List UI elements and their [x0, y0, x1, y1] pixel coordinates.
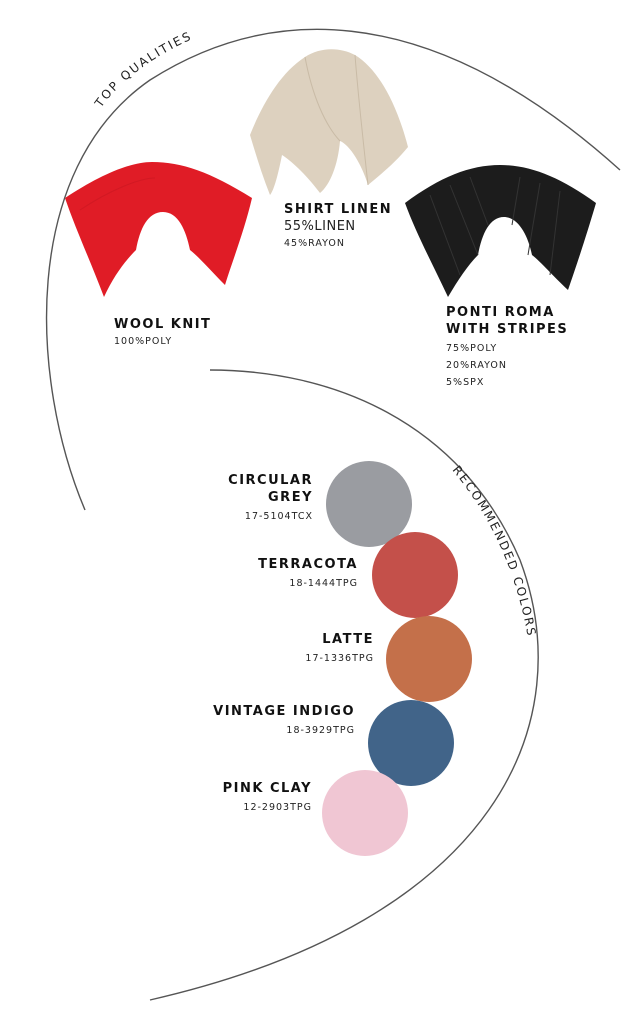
color-code: 17-1336TPG: [305, 653, 374, 664]
color-swatch-latte: [386, 616, 472, 702]
color-code: 17-5104TCX: [244, 511, 313, 522]
fabric-composition: 20%RAYON: [446, 360, 507, 371]
red-fabric-drape-icon: [65, 162, 252, 297]
color-name: CIRCULAR: [228, 473, 313, 488]
black-fabric-drape-icon: [405, 165, 596, 297]
fabric-shirt-linen: SHIRT LINEN 55%LINEN 45%RAYON: [284, 201, 392, 252]
fabric-composition: 45%RAYON: [284, 238, 345, 249]
color-swatch-pink-clay: [322, 770, 408, 856]
fabric-name: WITH STRIPES: [446, 322, 569, 337]
fabric-name: PONTI ROMA: [446, 305, 555, 320]
color-code: 18-1444TPG: [289, 578, 358, 589]
color-name: PINK CLAY: [222, 781, 312, 796]
fabric-composition: 5%SPX: [446, 377, 485, 388]
color-label-terracota: TERRACOTA 18-1444TPG: [38, 556, 358, 592]
color-swatch-circular-grey: [326, 461, 412, 547]
color-name: TERRACOTA: [258, 557, 358, 572]
recommended-colors-label: RECOMMENDED COLORS: [450, 463, 539, 639]
beige-fabric-drape-icon: [250, 49, 408, 195]
color-label-pink-clay: PINK CLAY 12-2903TPG: [0, 780, 312, 816]
color-name: VINTAGE INDIGO: [213, 704, 355, 719]
color-name: GREY: [268, 490, 313, 505]
fabric-composition: 100%POLY: [114, 336, 173, 347]
color-label-vintage-indigo: VINTAGE INDIGO 18-3929TPG: [35, 703, 355, 739]
color-name: LATTE: [322, 632, 374, 647]
fabric-name: SHIRT LINEN: [284, 202, 393, 217]
fabric-ponti-roma: PONTI ROMA WITH STRIPES 75%POLY 20%RAYON…: [446, 304, 568, 391]
top-qualities-label: TOP QUALITIES: [91, 29, 194, 111]
color-code: 18-3929TPG: [286, 725, 355, 736]
fabric-wool-knit: WOOL KNIT 100%POLY: [114, 316, 211, 350]
color-label-circular-grey: CIRCULAR GREY 17-5104TCX: [0, 472, 313, 525]
color-label-latte: LATTE 17-1336TPG: [54, 631, 374, 667]
color-swatch-terracota: [372, 532, 458, 618]
fabric-name: WOOL KNIT: [114, 317, 212, 332]
fabric-composition: 75%POLY: [446, 343, 498, 354]
color-swatch-vintage-indigo: [368, 700, 454, 786]
color-code: 12-2903TPG: [243, 802, 312, 813]
fabric-composition: 55%LINEN: [284, 219, 356, 234]
